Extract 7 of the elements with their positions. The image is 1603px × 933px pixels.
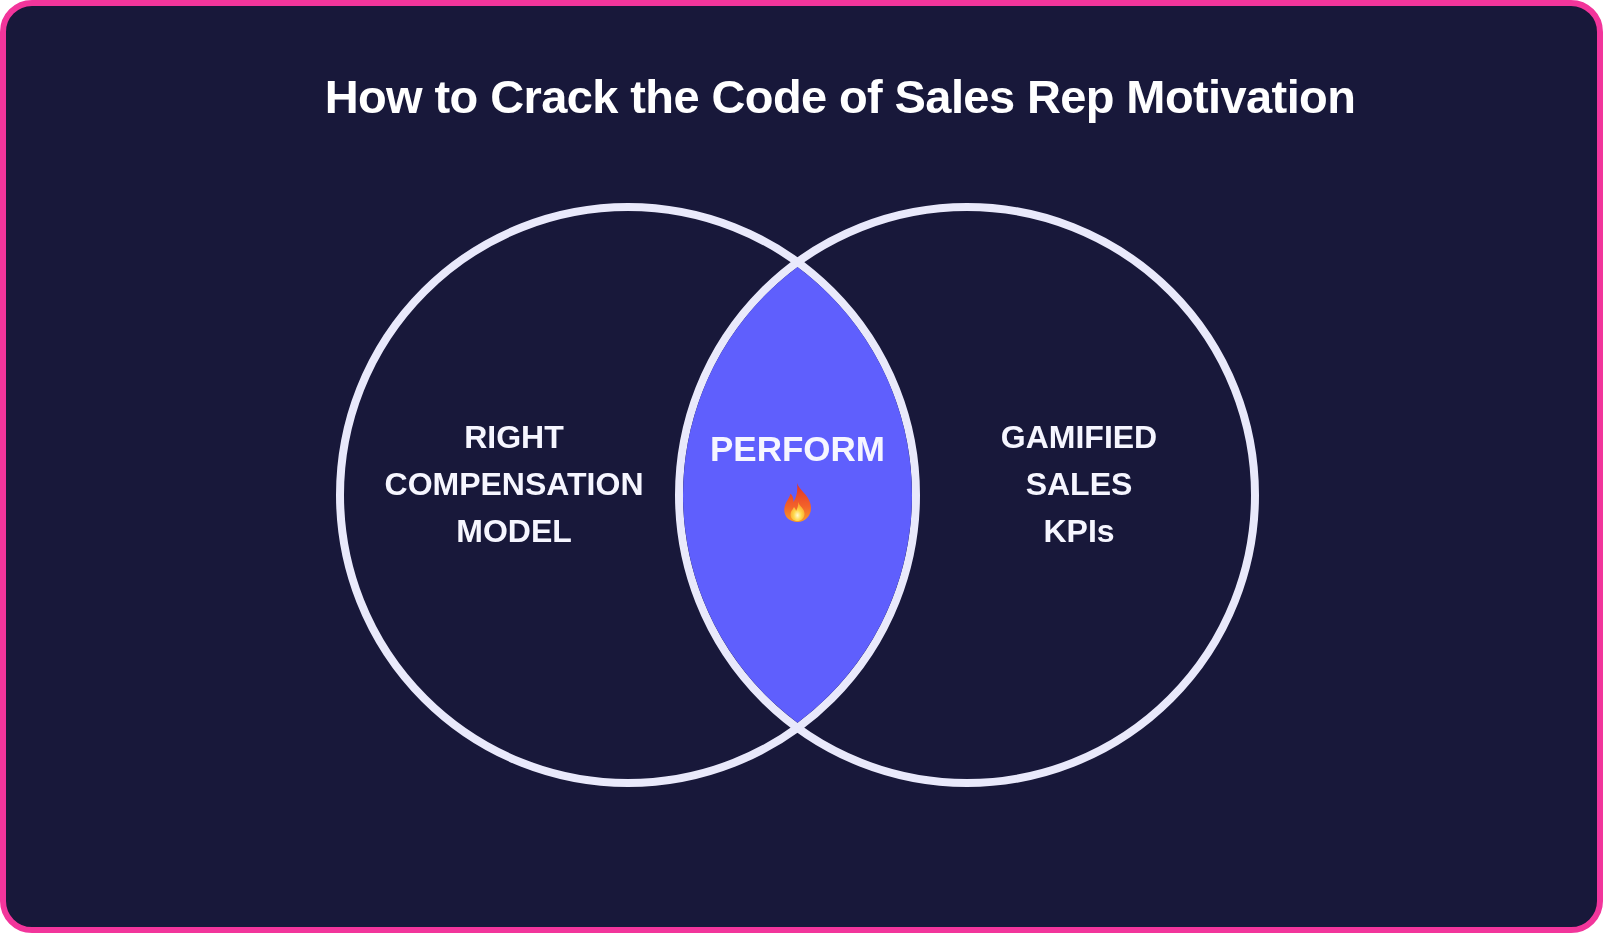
venn-circle <box>336 203 920 787</box>
overlap-label: PERFORM <box>710 429 885 469</box>
venn-overlap <box>683 267 912 723</box>
circle-label: GAMIFIED SALES KPIs <box>1000 418 1158 549</box>
circle-label: RIGHT COMPENSATION MODEL <box>384 418 644 549</box>
venn-circle <box>675 203 1259 787</box>
title: How to Crack the Code of Sales Rep Motivation <box>323 72 1357 122</box>
